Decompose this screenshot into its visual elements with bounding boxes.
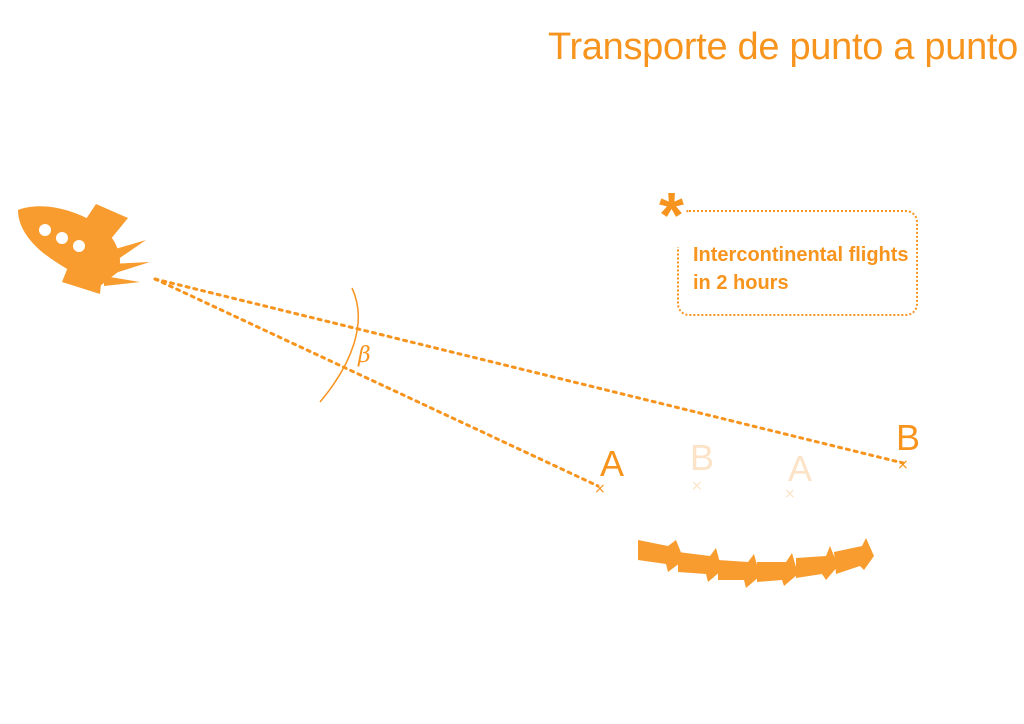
- rocket-flame-3: [104, 276, 140, 286]
- chain-arrow-2: [678, 548, 722, 582]
- point-label: B: [896, 417, 920, 458]
- rocket-flame-1: [112, 240, 146, 262]
- point-a-active: A ×: [594, 443, 624, 497]
- chain-arrow-1: [638, 540, 684, 572]
- rocket-window-3: [73, 240, 85, 252]
- chain-arrow-3: [718, 554, 760, 588]
- angle-label: β: [357, 343, 371, 368]
- asterisk-icon: *: [657, 179, 686, 251]
- note-text: Intercontinental flights in 2 hours: [693, 244, 909, 294]
- point-b-active: B ×: [896, 417, 920, 473]
- chain-arrow-5: [796, 546, 838, 580]
- point-marker-icon: ×: [691, 478, 703, 494]
- point-marker-icon: ×: [594, 481, 606, 497]
- note-box: [677, 210, 918, 316]
- point-b-faded: B ×: [690, 437, 714, 494]
- point-a-faded: A ×: [784, 448, 812, 502]
- rocket-window-1: [39, 224, 51, 236]
- point-marker-icon: ×: [897, 457, 909, 473]
- point-label: B: [690, 437, 714, 478]
- chain-arrow-6: [834, 538, 874, 574]
- arrow-chain-icon: [638, 538, 874, 588]
- point-marker-icon: ×: [784, 486, 796, 502]
- trajectory-to-a: [153, 277, 600, 488]
- point-label: A: [600, 443, 624, 484]
- chain-arrow-4: [757, 553, 798, 586]
- rocket-flame-2: [110, 262, 150, 274]
- point-label: A: [788, 448, 812, 489]
- rocket-icon: [18, 204, 150, 294]
- rocket-fin-top: [84, 204, 128, 240]
- rocket-fin-bottom: [62, 262, 102, 294]
- trajectory-to-b: [153, 277, 905, 465]
- page-title: Transporte de punto a punto: [547, 26, 1018, 68]
- angle-arc: [319, 287, 359, 403]
- rocket-window-2: [56, 232, 68, 244]
